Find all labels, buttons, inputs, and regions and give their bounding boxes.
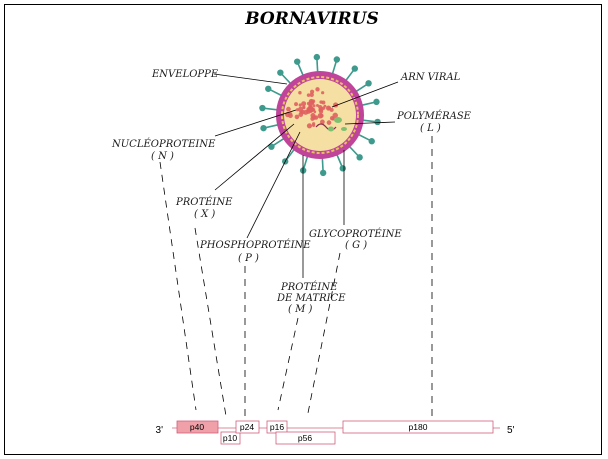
glycoprotein-spike-head [320, 170, 326, 176]
nucleoprotein-granule [327, 107, 330, 110]
label-glycoprotein: GLYCOPROTÉINE [309, 228, 402, 240]
nucleoprotein-granule [321, 91, 324, 94]
label-protein-x: PROTÉINE [175, 196, 233, 208]
label-phosphoprotein-code: ( P ) [238, 253, 259, 264]
label-glycoprotein-code: ( G ) [345, 240, 367, 251]
glycoprotein-spike-head [259, 105, 265, 111]
nucleoprotein-granule [306, 109, 311, 114]
nucleoprotein-granule [323, 105, 326, 108]
m-to-p16-dash [278, 318, 298, 410]
glycoprotein-spike-head [260, 125, 266, 131]
label-nucleoprotein-code: ( N ) [151, 151, 174, 162]
nucleoprotein-granule [321, 101, 325, 105]
nucleoprotein-granule [327, 120, 332, 125]
nucleoprotein-granule [303, 106, 306, 109]
glycoprotein-spike-stalk [298, 63, 303, 76]
nucleoprotein-granule [308, 104, 311, 107]
gene-p180-label: p180 [409, 422, 428, 432]
label-matrix-line1: PROTÉINE [280, 281, 338, 293]
glycoprotein-spike-stalk [349, 146, 359, 156]
glycoprotein-spike-head [340, 165, 346, 171]
glycoprotein-spike-stalk [264, 108, 278, 110]
gene-p24-label: p24 [240, 422, 254, 432]
nucleoprotein-granule [301, 101, 306, 106]
nucleoprotein-granule [320, 114, 324, 118]
gene-p16-label: p16 [270, 422, 284, 432]
glycoprotein-spike-stalk [270, 90, 282, 96]
glycoprotein-spike-head [352, 65, 358, 71]
glycoprotein-spike-head [277, 69, 283, 75]
protein-x-pointer [215, 124, 294, 190]
nucleoprotein-granule [313, 104, 316, 107]
nucleoprotein-granule [310, 113, 315, 118]
glycoprotein-spike-stalk [345, 70, 353, 81]
nucleoprotein-granule [315, 87, 319, 91]
g-to-p56-dash [307, 253, 340, 418]
genome-end-5prime: 5' [507, 425, 515, 436]
glycoprotein-spike-head [373, 99, 379, 105]
diagram-title: BORNAVIRUS [244, 9, 379, 29]
glycoprotein-spike-stalk [282, 74, 292, 84]
gene-mapping-lines [160, 136, 432, 418]
nucleoprotein-granule [295, 115, 300, 120]
glycoprotein-spike-head [314, 54, 320, 60]
nucleoprotein-granule [310, 90, 314, 94]
glycoprotein-spike-stalk [332, 61, 336, 74]
label-nucleoprotein: NUCLÉOPROTEINE [111, 138, 216, 150]
nucleoprotein-granule [288, 113, 293, 118]
glycoprotein-spike-stalk [265, 125, 279, 128]
nucleoprotein-granule [298, 91, 301, 94]
label-matrix-code: ( M ) [288, 304, 312, 315]
label-envelope: ENVELOPPE [151, 69, 219, 80]
glycoprotein-spike-stalk [357, 134, 369, 140]
label-polymerase: POLYMÉRASE [396, 110, 472, 122]
nucleoprotein-granule [307, 93, 311, 97]
glycoprotein-spike-head [369, 138, 375, 144]
label-polymerase-code: ( L ) [420, 123, 441, 134]
label-matrix-line2: DE MATRICE [276, 293, 346, 304]
nucleoprotein-granule [309, 99, 314, 104]
glycoprotein-spike-head [334, 56, 340, 62]
polymerase-particle [334, 117, 342, 123]
polymerase-particle [341, 127, 347, 131]
nucleoprotein-granule [312, 124, 315, 127]
nucleoprotein-granule [286, 107, 291, 112]
envelope-pointer [214, 74, 287, 84]
glycoprotein-spike-stalk [273, 138, 285, 146]
glycoprotein-spike-stalk [361, 102, 375, 105]
glycoprotein-spike-stalk [322, 157, 323, 171]
glycoprotein-spike-stalk [336, 154, 341, 167]
genome-map: 3' 5' p40 p10 p24 p16 p56 p180 [156, 421, 515, 444]
gene-p40-label: p40 [190, 422, 204, 432]
label-protein-x-code: ( X ) [194, 209, 215, 220]
gene-p56-label: p56 [298, 433, 312, 443]
virion [259, 54, 381, 176]
glycoprotein-spike-stalk [317, 59, 318, 73]
glycoprotein-spike-head [374, 119, 380, 125]
x-to-p10-dash [195, 228, 226, 416]
nucleoprotein-granule [298, 112, 303, 117]
nucleoprotein-granule [307, 123, 312, 128]
genome-end-3prime: 3' [156, 425, 164, 436]
nucleoprotein-granule [319, 110, 323, 114]
glycoprotein-spike-stalk [304, 155, 308, 168]
glycoprotein-spike-stalk [362, 120, 376, 122]
glycoprotein-spike-head [265, 86, 271, 92]
label-phosphoprotein: PHOSPHOPROTÉINE [199, 239, 311, 251]
glycoprotein-spike-head [294, 58, 300, 64]
label-rna: ARN VIRAL [400, 72, 461, 83]
nucleoprotein-granule [316, 104, 319, 107]
glycoprotein-spike-head [356, 154, 362, 160]
glycoprotein-spike-head [365, 80, 371, 86]
glycoprotein-spike-stalk [355, 84, 367, 92]
polymerase-particle [328, 127, 334, 132]
gene-p10-label: p10 [223, 433, 237, 443]
nucleoprotein-granule [294, 102, 298, 106]
